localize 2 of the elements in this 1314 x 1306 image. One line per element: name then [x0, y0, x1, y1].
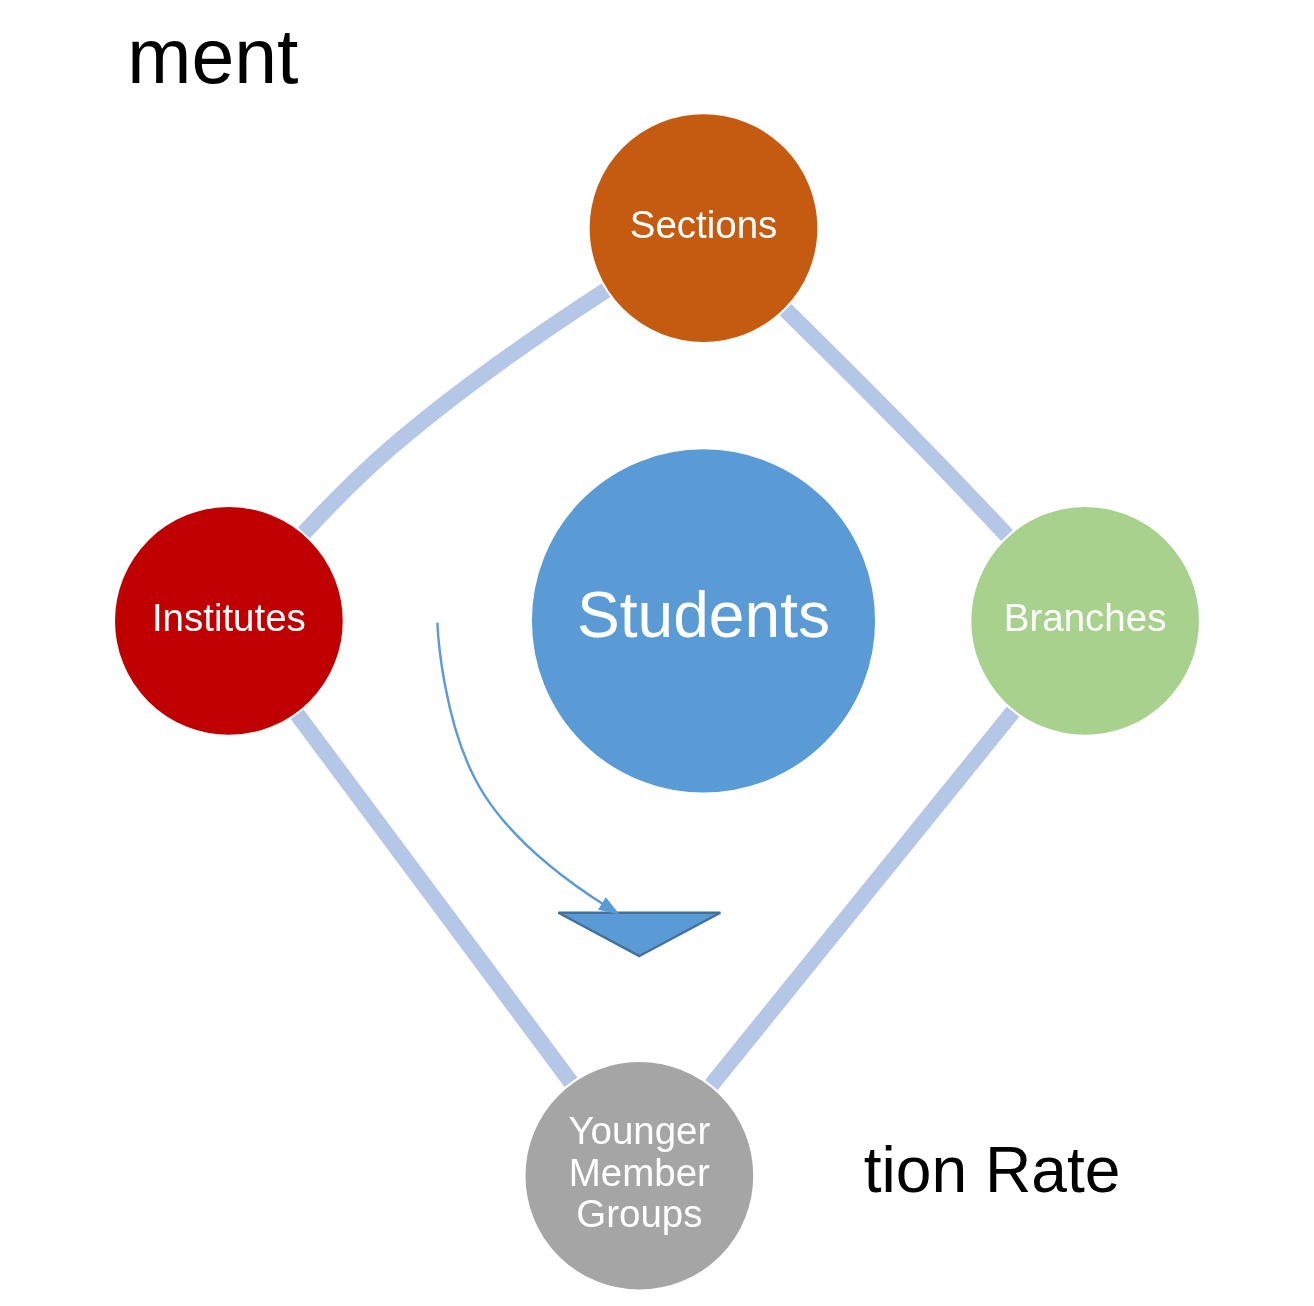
label: tion Rate: [863, 1133, 1121, 1206]
diagram-title: ment: [127, 12, 299, 99]
